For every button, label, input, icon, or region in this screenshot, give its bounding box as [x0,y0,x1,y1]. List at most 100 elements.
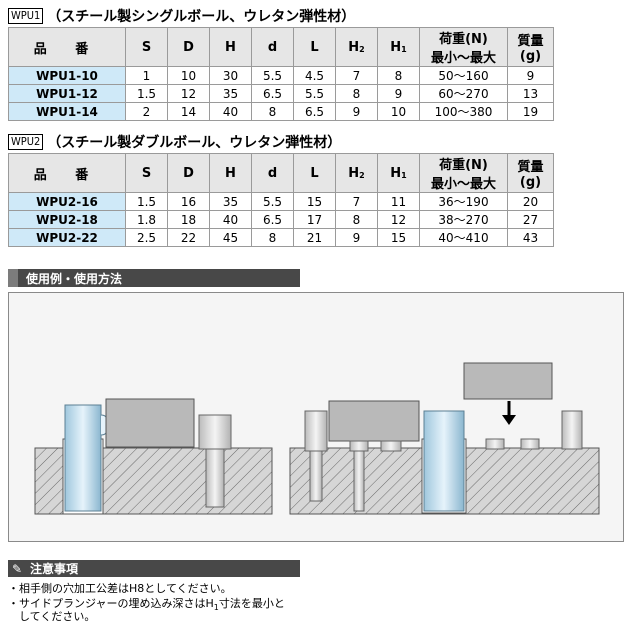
cell: 11 [377,192,420,211]
spec-table-wpu1: 品 番 S D H d L H2 H1 荷重(N)最小～最大 質量(g) WPU… [8,27,554,121]
cell: 9 [335,102,378,121]
cell: 2 [125,102,168,121]
right-assembly [289,362,600,515]
side-plunger [423,410,465,512]
cell: 4.5 [293,66,336,85]
model-cell: WPU1-10 [8,66,126,85]
table2-heading: WPU2 （スチール製ダブルボール、ウレタン弾性材） [8,132,341,152]
cell: 35 [209,84,252,103]
col-h: H [209,153,252,193]
section-marker [8,269,18,287]
cell: 40～410 [419,228,508,247]
cell: 14 [167,102,210,121]
col-s: S [125,27,168,67]
support-pin [485,438,505,450]
cell: 15 [377,228,420,247]
cell: 15 [293,192,336,211]
col-h2: H2 [335,27,378,67]
cell: 21 [293,228,336,247]
cell: 22 [167,228,210,247]
usage-title: 使用例・使用方法 [26,271,123,286]
col-model: 品 番 [8,27,126,67]
col-l: L [293,27,336,67]
cell: 8 [377,66,420,85]
cell: 13 [507,84,554,103]
pencil-icon: ✎ [11,561,23,576]
support-pin [349,440,369,452]
cell: 16 [167,192,210,211]
cell: 8 [335,210,378,229]
side-plunger [64,404,102,512]
col-l: L [293,153,336,193]
locating-pin [561,410,583,450]
cell: 7 [335,192,378,211]
cell: 9 [377,84,420,103]
cell: 35 [209,192,252,211]
cell: 17 [293,210,336,229]
caution-note-2: ・サイドプランジャーの埋め込み深さはH1寸法を最小と [8,597,285,613]
cell: 50～160 [419,66,508,85]
cell: 1.5 [125,84,168,103]
table1-heading: WPU1 （スチール製シングルボール、ウレタン弾性材） [8,6,355,26]
cell: 60～270 [419,84,508,103]
model-cell: WPU1-12 [8,84,126,103]
cell: 9 [335,228,378,247]
pin-shank [205,448,225,508]
cell: 36～190 [419,192,508,211]
col-h2: H2 [335,153,378,193]
caution-note-1: ・相手側の穴加工公差はH8としてください。 [8,582,232,595]
workpiece [328,400,420,442]
caution-title: 注意事項 [30,562,79,576]
pin-shank [309,450,323,502]
caution-section-bar: ✎ 注意事項 [8,560,300,577]
arrow-head [502,415,516,425]
caution-note-3: してください。 [8,610,96,623]
cell: 5.5 [293,84,336,103]
col-d-cap: D [167,153,210,193]
cell: 20 [507,192,554,211]
cell: 1.5 [125,192,168,211]
series-code: WPU2 [8,134,44,150]
model-cell: WPU2-22 [8,228,126,247]
col-h1: H1 [377,27,420,67]
cell: 9 [507,66,554,85]
cell: 1.8 [125,210,168,229]
cell: 6.5 [251,210,294,229]
cell: 8 [335,84,378,103]
cell: 8 [251,228,294,247]
table-header-row: 品 番 S D H d L H2 H1 荷重(N)最小～最大 質量(g) [8,153,554,193]
col-model: 品 番 [8,153,126,193]
locating-pin [198,414,232,450]
left-assembly [34,398,273,515]
cell: 18 [167,210,210,229]
cell: 30 [209,66,252,85]
model-cell: WPU2-18 [8,210,126,229]
cell: 100～380 [419,102,508,121]
cell: 6.5 [293,102,336,121]
col-d: d [251,27,294,67]
cell: 27 [507,210,554,229]
cell: 40 [209,102,252,121]
cell: 5.5 [251,66,294,85]
model-cell: WPU1-14 [8,102,126,121]
model-cell: WPU2-16 [8,192,126,211]
series-title: （スチール製ダブルボール、ウレタン弾性材） [47,135,342,151]
col-h1: H1 [377,153,420,193]
cell: 5.5 [251,192,294,211]
col-h: H [209,27,252,67]
cell: 10 [167,66,210,85]
workpiece [105,398,195,448]
usage-section-bar: 使用例・使用方法 [8,269,300,287]
cell: 38～270 [419,210,508,229]
cell: 19 [507,102,554,121]
cell: 12 [167,84,210,103]
usage-diagram [8,292,624,542]
col-mass: 質量(g) [507,153,554,193]
series-code: WPU1 [8,8,44,24]
